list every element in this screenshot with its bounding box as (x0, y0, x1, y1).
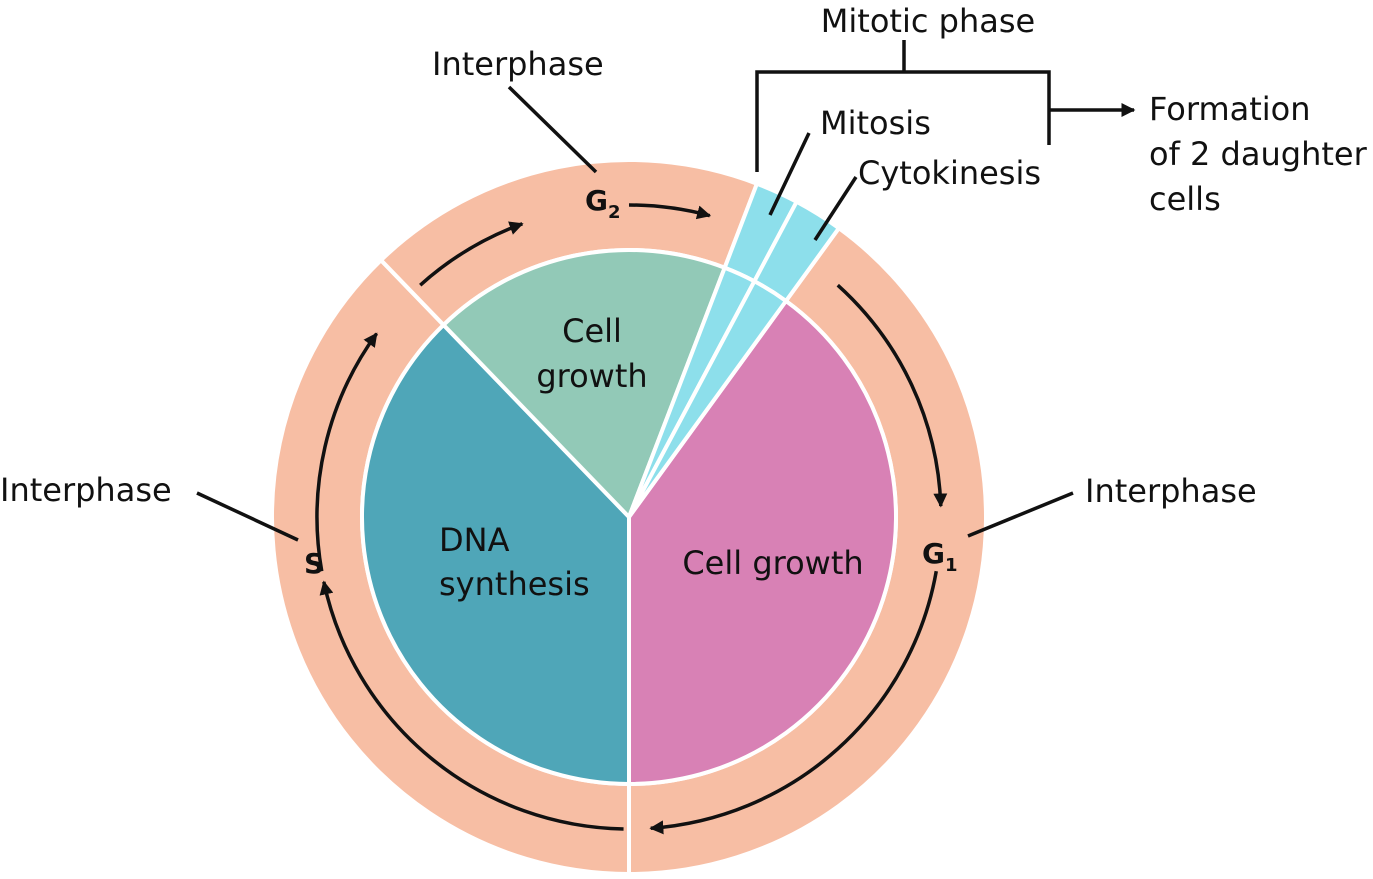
s-phase-lower-arrow (319, 580, 624, 831)
g1-phase-label: G1 (922, 537, 958, 576)
interphase-top-label: Interphase (432, 45, 604, 83)
g1-subscript: 1 (945, 555, 958, 576)
interphase-right-leader (967, 491, 1074, 538)
mitosis-label: Mitosis (820, 104, 931, 142)
dna-synthesis-line-2: synthesis (439, 565, 590, 603)
g1-letter: G (922, 537, 945, 570)
g2-phase-label: G2 (585, 184, 621, 223)
g2-subscript: 2 (608, 202, 621, 223)
cytokinesis-label: Cytokinesis (858, 154, 1041, 192)
g2-left-arrow (419, 221, 524, 287)
formation-label-line-2: of 2 daughter (1149, 135, 1368, 173)
g1-cell-growth-slice (627, 298, 898, 787)
g2-right-arrow (628, 203, 712, 220)
g2-cell-growth-line-1: Cell (562, 312, 622, 350)
s-phase-upper-arrow (315, 332, 379, 572)
mitotic-phase-label: Mitotic phase (821, 2, 1035, 40)
g2-cell-growth-line-2: growth (536, 357, 647, 395)
dna-synthesis-slice (360, 322, 631, 787)
interphase-left-leader (196, 491, 299, 542)
formation-label-line-1: Formation (1149, 90, 1311, 128)
cytokinesis-slice (627, 278, 789, 519)
interphase-right-label: Interphase (1085, 472, 1257, 510)
g1-cell-growth-label: Cell growth (682, 544, 863, 582)
mitosis-leader (768, 132, 811, 216)
interphase-top-leader (507, 85, 598, 174)
formation-label-line-3: cells (1149, 180, 1221, 218)
dna-synthesis-line-1: DNA (439, 521, 510, 559)
s-phase-label: S (304, 547, 324, 580)
interphase-left-label: Interphase (0, 471, 172, 509)
g1-lower-arrow (649, 570, 938, 835)
g1-upper-arrow (836, 283, 948, 508)
cytokinesis-leader (813, 176, 858, 241)
g2-letter: G (585, 184, 608, 217)
